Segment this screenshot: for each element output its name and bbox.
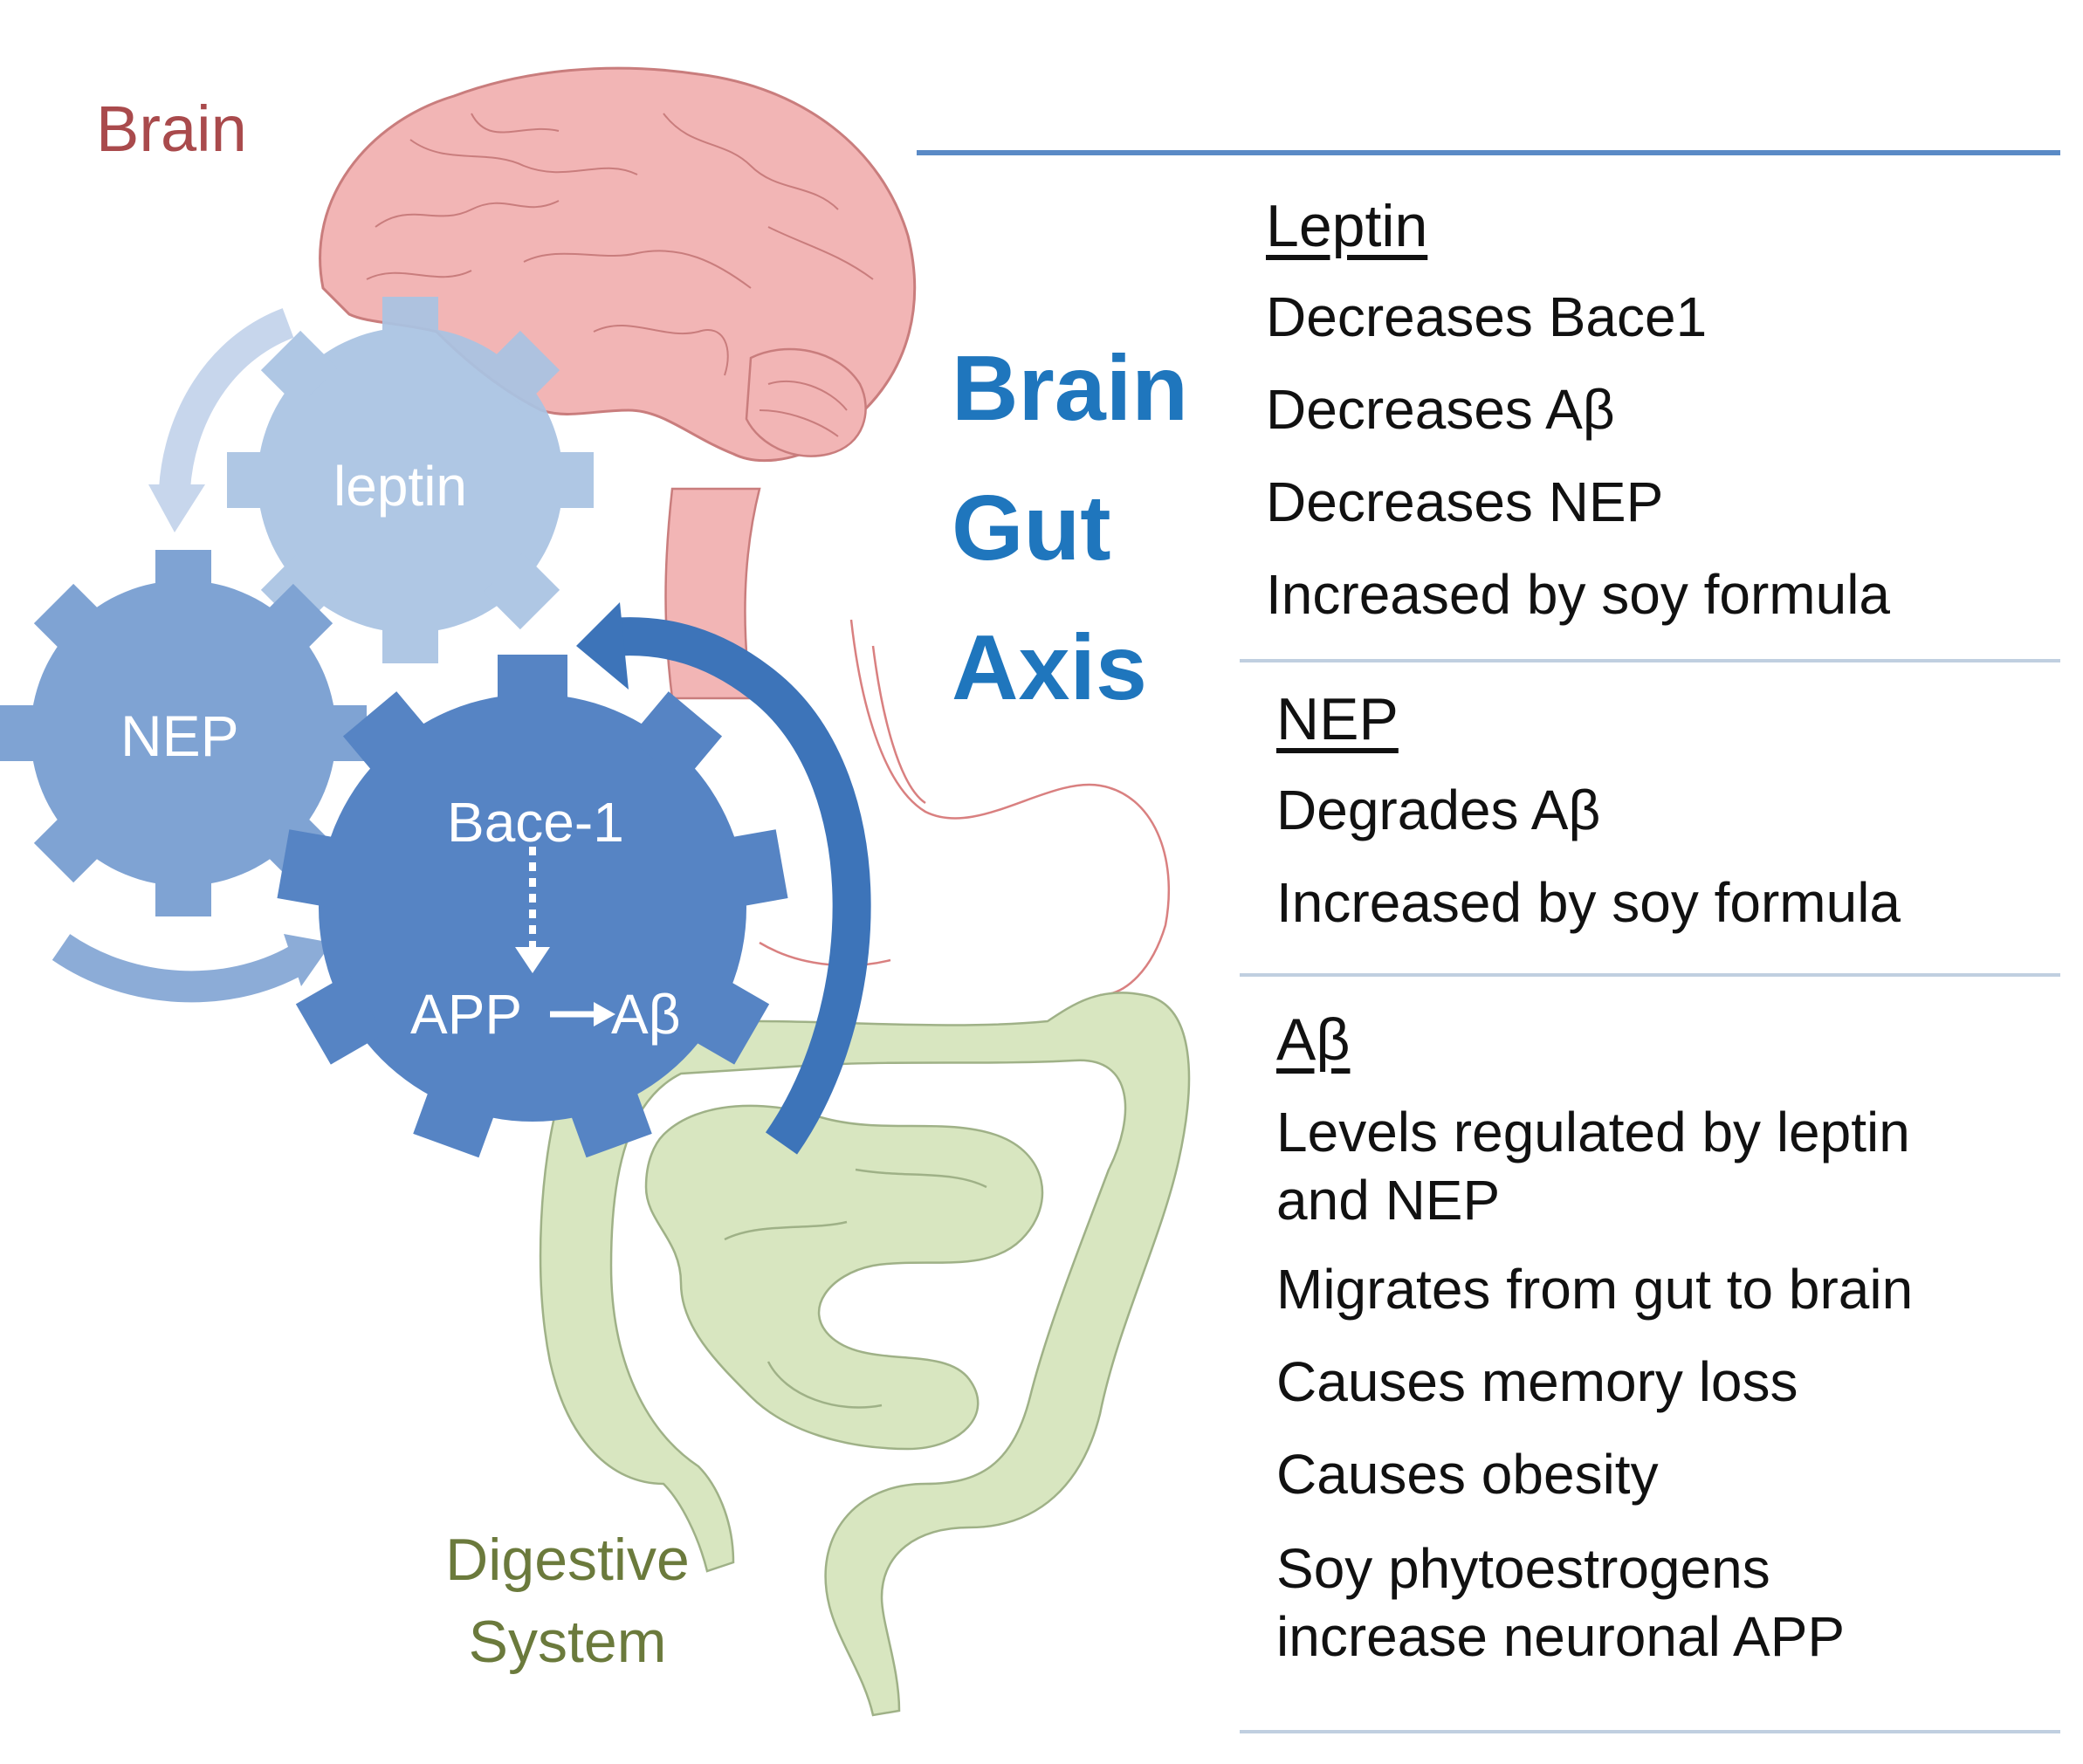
intestines-icon <box>539 992 1191 1717</box>
abeta-line-1: Levels regulated by leptin and NEP <box>1276 1101 1910 1232</box>
gear-label-nep: NEP <box>120 704 239 768</box>
abeta-line-4: Causes obesity <box>1276 1443 1659 1506</box>
digestive-system-label: Digestive System <box>410 1519 725 1683</box>
axis-title-brain: Brain <box>952 337 1188 440</box>
arrow-brain-to-nep <box>159 308 294 491</box>
abeta-line-3: Causes memory loss <box>1276 1350 1798 1413</box>
leptin-line-3: Decreases NEP <box>1266 470 1664 533</box>
abeta-line-5: Soy phytoestrogens increase neuronal APP <box>1276 1537 1846 1668</box>
gear-label-app: APP <box>410 983 523 1046</box>
leptin-gear <box>227 297 594 663</box>
gear-label-abeta: Aβ <box>611 983 681 1046</box>
gut-to-brain-arrow <box>609 617 871 1155</box>
section-abeta: Aβ Levels regulated by leptin and NEP Mi… <box>1276 1006 2027 1671</box>
section-heading-nep: NEP <box>1276 686 1399 752</box>
gear-label-bace: Bace-1 <box>447 791 624 854</box>
section-heading-abeta: Aβ <box>1276 1006 1351 1073</box>
section-nep: NEP Degrades Aβ Increased by soy formula <box>1276 685 2062 935</box>
brain-label: Brain <box>96 93 247 165</box>
digestive-label-line1: Digestive <box>445 1527 690 1593</box>
gear-label-leptin: leptin <box>333 455 467 518</box>
section-heading-leptin: Leptin <box>1266 193 1428 259</box>
axis-title-axis: Axis <box>952 616 1147 719</box>
digestive-label-line2: System <box>468 1609 667 1675</box>
arrow-nep-to-bace-head <box>284 934 332 986</box>
leptin-line-1: Decreases Bace1 <box>1266 285 1708 348</box>
nep-gear <box>0 550 367 916</box>
leptin-line-2: Decreases Aβ <box>1266 378 1615 441</box>
bace-gear <box>277 655 788 1158</box>
section-leptin: Leptin Decreases Bace1 Decreases Aβ Decr… <box>1266 192 2052 627</box>
nep-line-1: Degrades Aβ <box>1276 779 1601 841</box>
nep-line-2: Increased by soy formula <box>1276 871 1901 934</box>
arrow-nep-to-bace <box>52 933 305 1003</box>
abeta-line-2: Migrates from gut to brain <box>1276 1258 1914 1321</box>
esophagus-stomach-outline <box>759 619 1170 997</box>
arrow-brain-to-nep-head <box>148 484 205 532</box>
axis-title-gut: Gut <box>952 477 1111 580</box>
leptin-line-4: Increased by soy formula <box>1266 563 1890 626</box>
gut-to-brain-arrowhead <box>576 602 629 690</box>
